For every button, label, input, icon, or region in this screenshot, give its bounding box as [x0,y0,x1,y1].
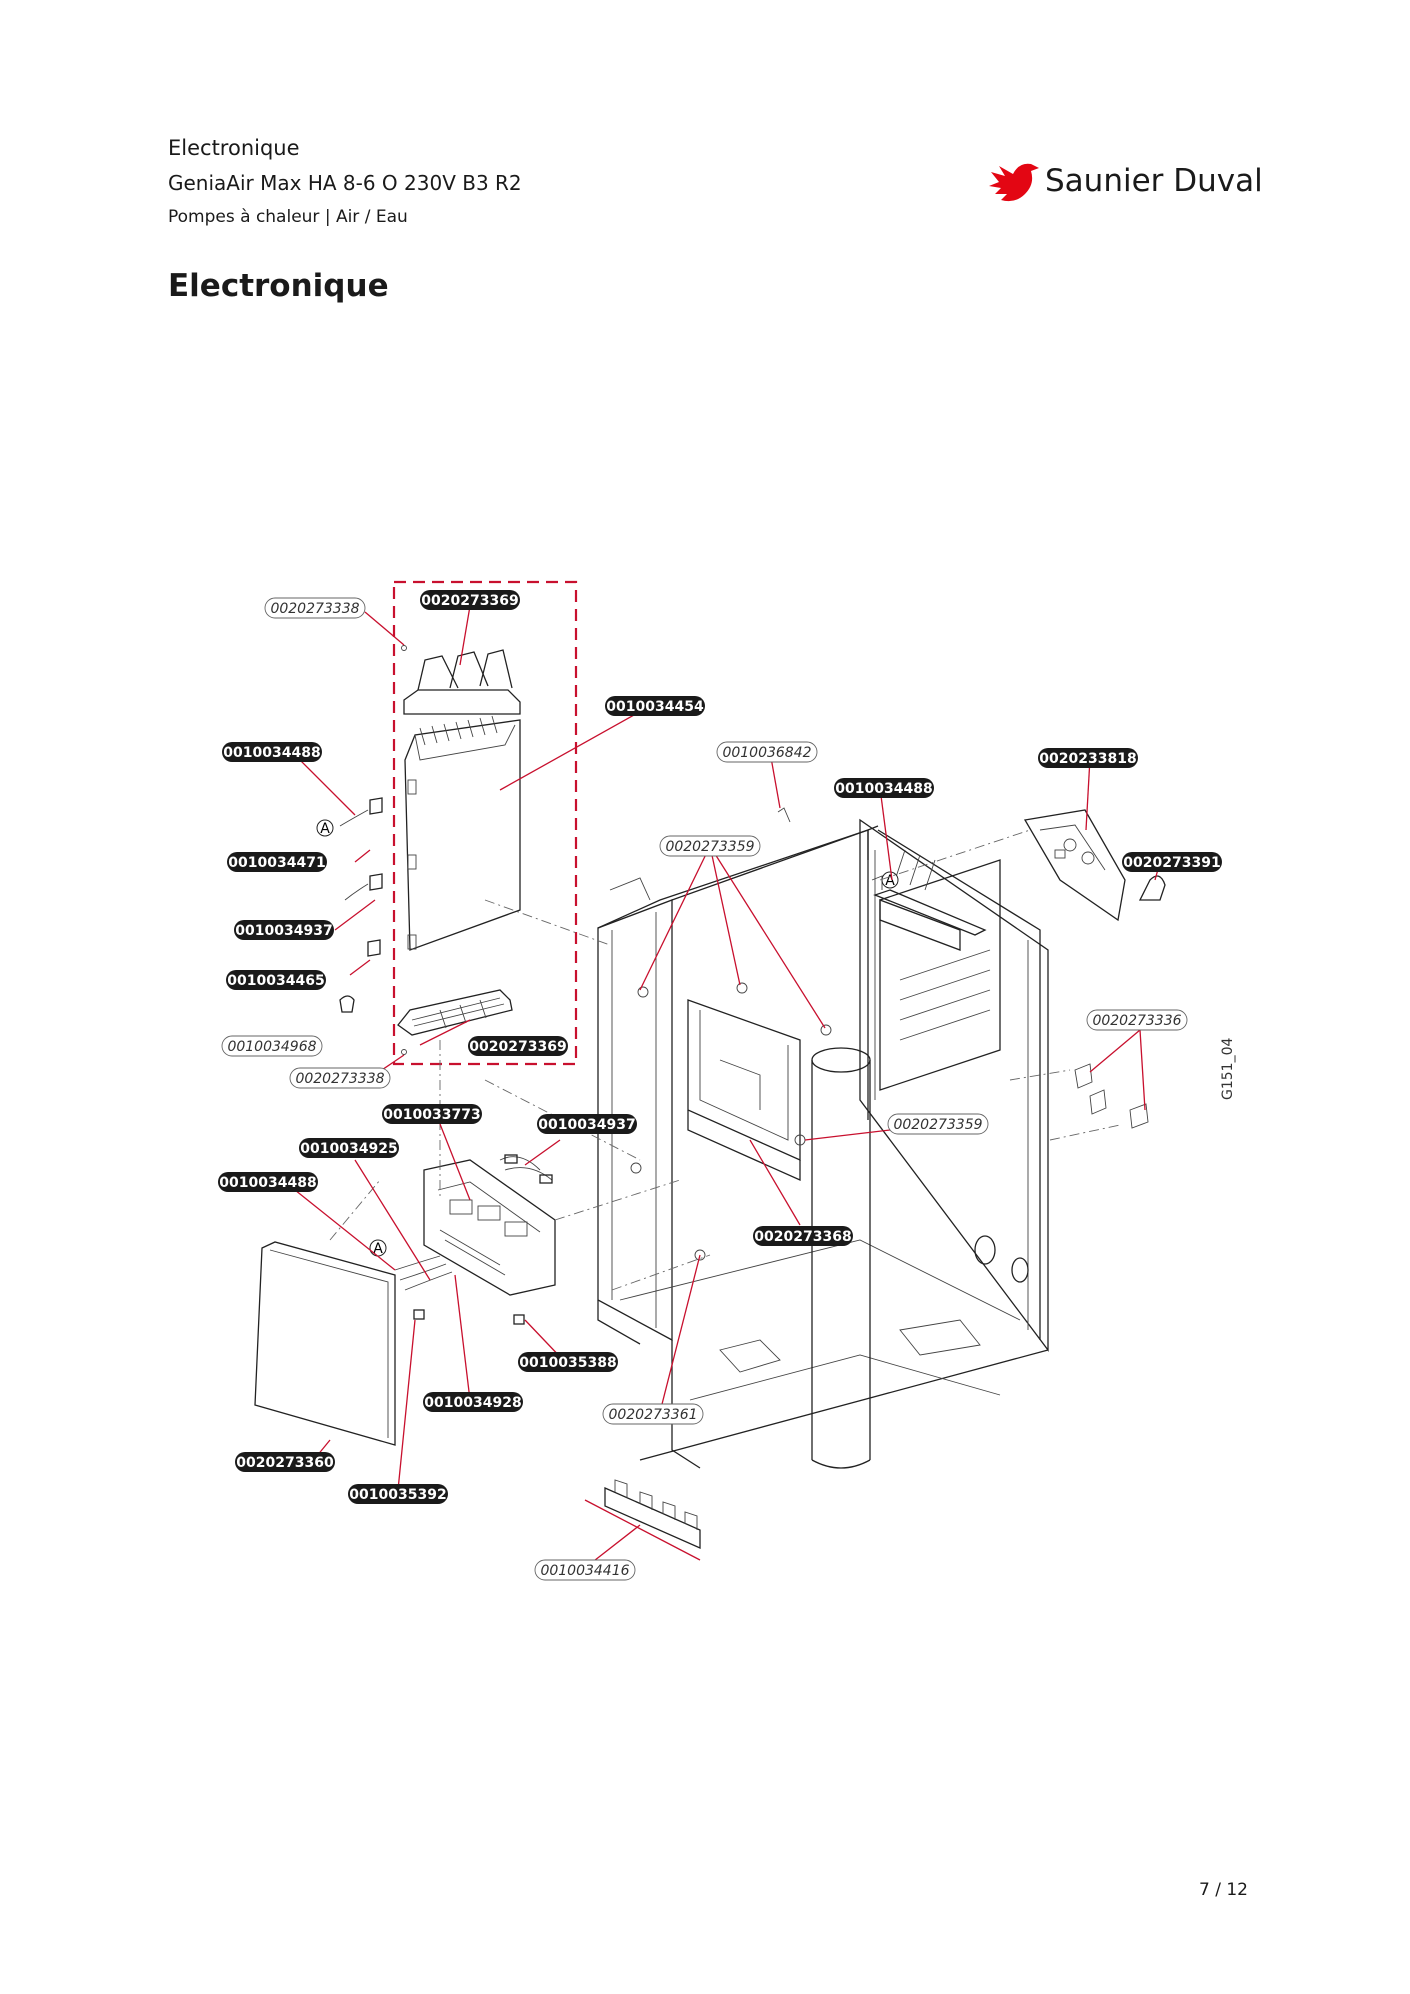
part-label: 0010034488 [834,778,934,798]
brand-name: Saunier Duval [1045,163,1263,199]
svg-text:0010034937: 0010034937 [538,1117,635,1133]
header-section: Electronique [168,136,300,160]
part-label: 0010034416 [534,1559,636,1581]
upper-right-assembly [873,849,1001,1091]
part-label: 0010034937 [537,1114,637,1134]
svg-text:0010034471: 0010034471 [228,855,325,871]
part-label: 0010034937 [234,920,334,940]
small-parts-left [339,645,407,1055]
svg-text:0010034488: 0010034488 [219,1175,316,1191]
top-circuit-board [1023,809,1126,922]
svg-text:0020273359: 0020273359 [665,839,754,855]
svg-text:0020273361: 0020273361 [608,1407,697,1423]
svg-text:0010033773: 0010033773 [383,1107,480,1123]
svg-text:0010036842: 0010036842 [722,745,811,761]
part-label: 0010033773 [382,1104,482,1124]
part-label: 0010034488 [222,742,322,762]
base-grille [397,989,513,1036]
part-label: 0010035388 [518,1352,618,1372]
part-label: 0020273391 [1122,852,1222,872]
pipe-column [811,1047,871,1469]
part-label: 0020273369 [468,1036,568,1056]
svg-text:0020273338: 0020273338 [270,601,359,617]
svg-text:0010035388: 0010035388 [519,1355,616,1371]
svg-text:0010034925: 0010034925 [300,1141,397,1157]
electronics-box-housing [404,715,521,951]
part-label: 0010034488 [218,1172,318,1192]
harness-parts [413,1154,553,1325]
top-cover [403,649,521,715]
header-product: GeniaAir Max HA 8-6 O 230V B3 R2 [168,171,522,195]
marker-a-label: A [885,873,895,889]
page-number: 7 / 12 [1199,1880,1248,1900]
svg-text:0010034488: 0010034488 [835,781,932,797]
svg-text:0010035392: 0010035392 [349,1487,446,1503]
assembly-box [392,580,578,1066]
part-label: 0010035392 [348,1484,448,1504]
part-label: 0020273361 [602,1403,704,1425]
part-label: 0020273369 [420,590,520,610]
part-label: 0010034928 [423,1392,523,1412]
small-connector [1138,875,1166,901]
part-label: 0010036842 [716,741,818,763]
header-category: Pompes à chaleur | Air / Eau [168,207,408,227]
drawing-code: G151_04 [1220,1038,1236,1100]
svg-text:0010034937: 0010034937 [235,923,332,939]
terminal-strip [584,1479,701,1561]
marker-a-label: A [373,1241,383,1257]
svg-text:0020273338: 0020273338 [295,1071,384,1087]
svg-text:0020273336: 0020273336 [1092,1013,1181,1029]
svg-text:0010034416: 0010034416 [540,1563,629,1579]
svg-text:0020273359: 0020273359 [893,1117,982,1133]
screws [630,807,1149,1261]
part-label: 0010034968 [221,1035,323,1057]
cabinet-frame [597,818,1049,1469]
part-label: 0020273359 [659,835,761,857]
part-label: 0020233818 [1038,748,1138,768]
inner-bracket [687,999,801,1182]
part-label: 0010034454 [605,696,705,716]
bird-icon [989,163,1039,202]
part-label: 0020273338 [289,1067,391,1089]
svg-text:0020273391: 0020273391 [1123,855,1220,871]
part-label: 0020273368 [753,1226,853,1246]
svg-text:0010034968: 0010034968 [227,1039,316,1055]
svg-text:0020233818: 0020233818 [1039,751,1136,767]
svg-text:0020273369: 0020273369 [469,1039,566,1055]
part-label: 0010034471 [227,852,327,872]
front-panel [254,1241,396,1446]
svg-text:0010034465: 0010034465 [227,973,324,989]
part-label: 0020273336 [1086,1009,1188,1031]
part-label: 0020273359 [887,1113,989,1135]
part-label: 0010034925 [299,1138,399,1158]
connector-marker-a: A A A [316,819,899,1257]
part-label: 0020273360 [235,1452,335,1472]
page-title: Electronique [168,268,389,304]
part-label: 0020273338 [264,597,366,619]
guide-lines [329,829,1121,1291]
svg-text:0010034488: 0010034488 [223,745,320,761]
part-label: 0010034465 [226,970,326,990]
svg-text:0020273368: 0020273368 [754,1229,851,1245]
svg-text:0020273369: 0020273369 [421,593,518,609]
svg-text:0020273360: 0020273360 [236,1455,334,1471]
svg-text:0010034454: 0010034454 [606,699,704,715]
brand-logo: Saunier Duval [985,158,1263,208]
main-circuit-board [394,1159,556,1296]
svg-text:0010034928: 0010034928 [424,1395,521,1411]
marker-a-label: A [320,821,330,837]
